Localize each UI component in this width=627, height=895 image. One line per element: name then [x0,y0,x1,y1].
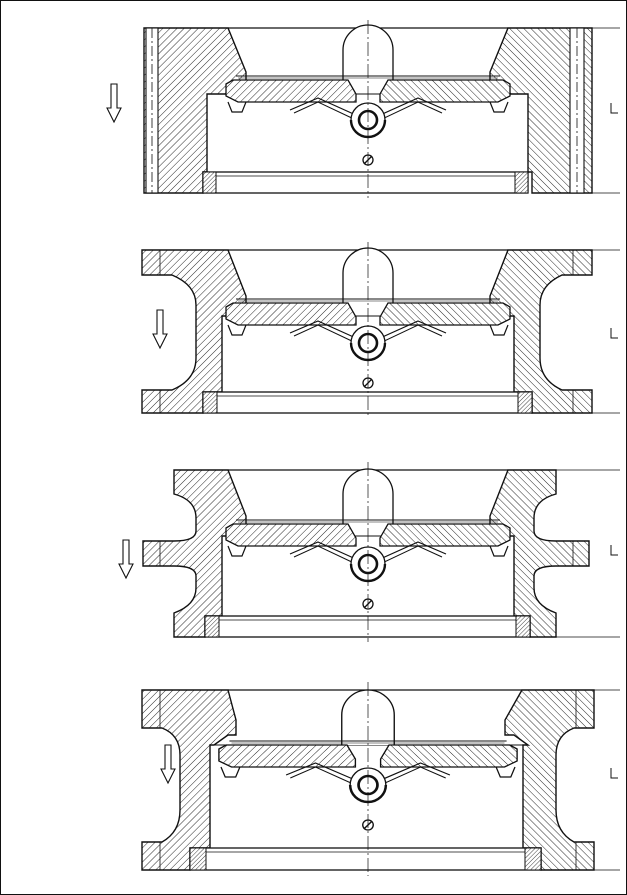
down-arrow-icon [152,309,168,349]
body-right-section [504,689,595,871]
body-right-section [489,469,590,638]
body-left-section [142,469,247,638]
view-double-flange-type [118,462,620,642]
body-left-section [141,689,237,871]
down-arrow-icon [106,83,122,123]
view-single-flange-type [141,242,620,418]
down-arrow-icon [160,744,176,784]
view-wafer-type [106,20,620,198]
down-arrow-icon [118,539,134,579]
view-lug-type [141,682,620,876]
body-left-section [143,27,247,194]
